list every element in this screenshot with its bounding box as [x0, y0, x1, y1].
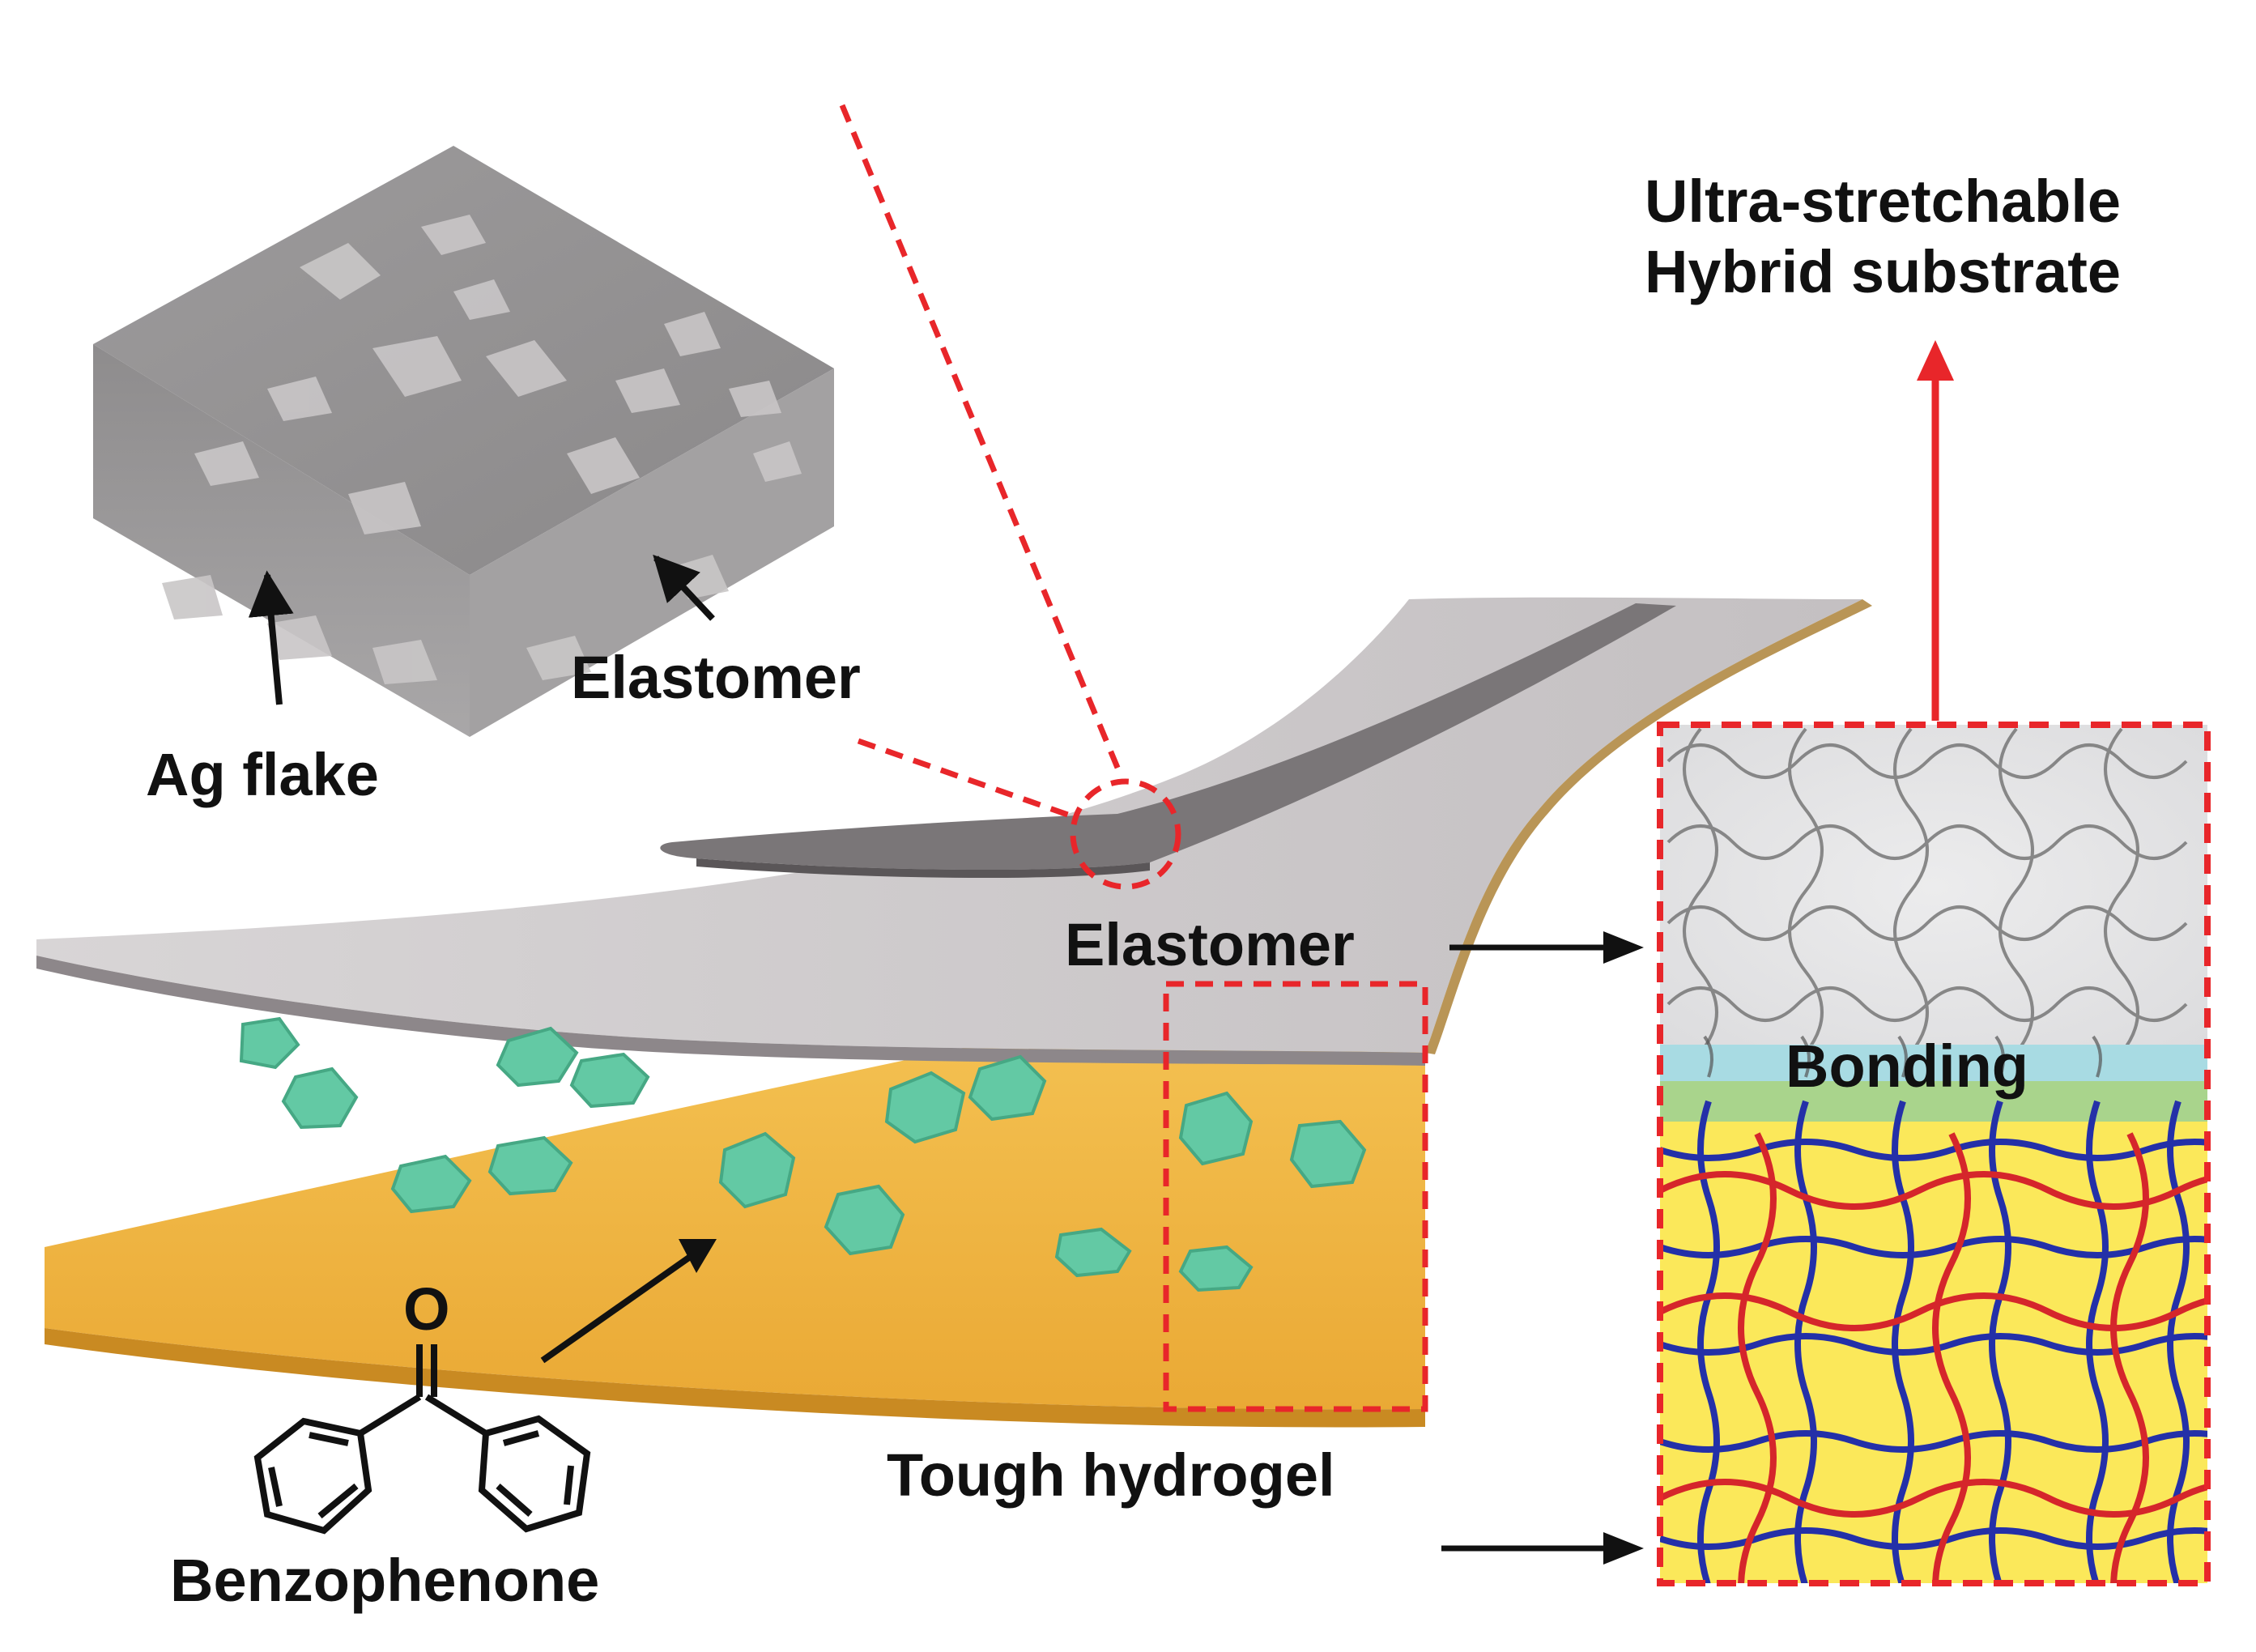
bonding-label: Bonding: [1786, 1032, 2029, 1100]
title-label: Ultra-stretchable Hybrid substrate: [1567, 166, 2199, 308]
up-arrow-icon: [1917, 340, 1954, 381]
ag-flake-label: Ag flake: [146, 741, 379, 808]
title-line-1: Ultra-stretchable: [1644, 168, 2122, 235]
benzophenone-label: Benzophenone: [170, 1547, 600, 1614]
zoom-callout-lines: [839, 104, 1428, 1412]
tough-hydrogel-label: Tough hydrogel: [887, 1441, 1335, 1509]
benzophenone-molecules: [239, 1016, 1367, 1292]
elastomer-film: [36, 597, 1872, 1066]
title-line-2: Hybrid substrate: [1644, 238, 2122, 306]
arrows: [540, 340, 1954, 1565]
oxygen-atom-label: O: [403, 1275, 450, 1343]
benzophenone-structure: [253, 1344, 591, 1535]
inset-ag-elastomer-cube: [93, 146, 834, 737]
right-arrow-icon: [1603, 931, 1644, 964]
zoom-panel: [1657, 722, 2211, 1586]
ag-electrode-strip: [660, 603, 1676, 879]
elastomer-label: Elastomer: [1065, 911, 1355, 978]
inset-elastomer-label: Elastomer: [571, 644, 861, 711]
